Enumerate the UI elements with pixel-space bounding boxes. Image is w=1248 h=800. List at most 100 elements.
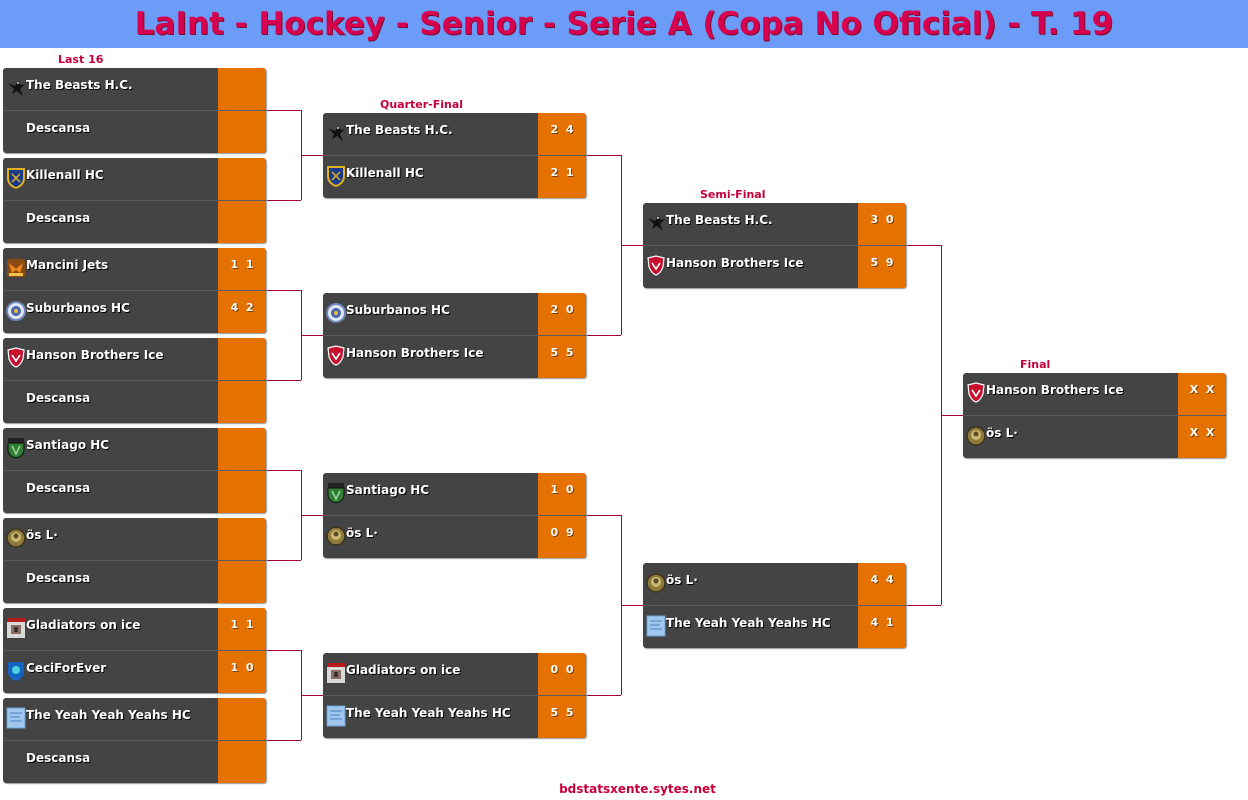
blue-badge-icon bbox=[6, 660, 26, 682]
red-crest-icon bbox=[6, 347, 26, 369]
match-box[interactable]: Killenall HC Descansa bbox=[3, 158, 266, 243]
team-score: 4 4 bbox=[870, 573, 894, 586]
team-row[interactable]: CeciForEver bbox=[3, 651, 266, 693]
team-row[interactable]: Descansa bbox=[3, 201, 266, 243]
match-box[interactable]: The Beasts H.C. Descansa bbox=[3, 68, 266, 153]
round-badge-icon bbox=[326, 302, 346, 324]
team-row[interactable]: Killenall HC bbox=[3, 158, 266, 201]
round-badge-icon bbox=[6, 300, 26, 322]
team-row[interactable]: Hanson Brothers Ice bbox=[643, 246, 906, 288]
team-name: Descansa bbox=[26, 751, 91, 765]
team-name: The Yeah Yeah Yeahs HC bbox=[346, 706, 511, 720]
team-score: 5 5 bbox=[550, 706, 574, 719]
match-box[interactable]: ös L· Descansa bbox=[3, 518, 266, 603]
team-name: Suburbanos HC bbox=[26, 301, 130, 315]
team-name: Hanson Brothers Ice bbox=[26, 348, 164, 362]
team-name: Santiago HC bbox=[346, 483, 430, 497]
team-score: 4 1 bbox=[870, 616, 894, 629]
team-score: 5 9 bbox=[870, 256, 894, 269]
team-row[interactable]: Killenall HC bbox=[323, 156, 586, 198]
team-row[interactable]: The Yeah Yeah Yeahs HC bbox=[3, 698, 266, 741]
team-name: Descansa bbox=[26, 121, 91, 135]
team-row[interactable]: Suburbanos HC bbox=[3, 291, 266, 333]
team-name: Hanson Brothers Ice bbox=[666, 256, 804, 270]
gladiator-icon bbox=[6, 617, 26, 639]
team-score: 0 0 bbox=[550, 663, 574, 676]
team-name: Killenall HC bbox=[26, 168, 104, 182]
team-name: The Beasts H.C. bbox=[666, 213, 773, 227]
team-score: 1 0 bbox=[230, 661, 254, 674]
team-score: 4 2 bbox=[230, 301, 254, 314]
team-row[interactable]: ös L· bbox=[3, 518, 266, 561]
team-row[interactable]: Descansa bbox=[3, 741, 266, 783]
team-name: The Yeah Yeah Yeahs HC bbox=[26, 708, 191, 722]
team-name: Descansa bbox=[26, 211, 91, 225]
footer-site-link[interactable]: bdstatsxente.sytes.net bbox=[559, 782, 716, 796]
team-row[interactable]: Santiago HC bbox=[323, 473, 586, 516]
team-row[interactable]: ös L· bbox=[963, 416, 1226, 458]
match-box[interactable]: 1 0 0 9 Santiago HC ös L· bbox=[323, 473, 586, 558]
team-row[interactable]: The Beasts H.C. bbox=[3, 68, 266, 111]
gladiator-icon bbox=[326, 662, 346, 684]
team-row[interactable]: Gladiators on ice bbox=[3, 608, 266, 651]
team-name: Descansa bbox=[26, 391, 91, 405]
match-box[interactable]: Santiago HC Descansa bbox=[3, 428, 266, 513]
red-crest-icon bbox=[326, 345, 346, 367]
team-row[interactable]: The Beasts H.C. bbox=[643, 203, 906, 246]
team-name: Killenall HC bbox=[346, 166, 424, 180]
jets-logo-icon bbox=[6, 257, 26, 279]
team-score: 0 9 bbox=[550, 526, 574, 539]
team-score: X X bbox=[1189, 426, 1215, 439]
team-row[interactable]: Descansa bbox=[3, 561, 266, 603]
team-row[interactable]: Descansa bbox=[3, 381, 266, 423]
team-name: ös L· bbox=[346, 526, 378, 540]
team-row[interactable]: Mancini Jets bbox=[3, 248, 266, 291]
team-score: 2 0 bbox=[550, 303, 574, 316]
team-row[interactable]: Suburbanos HC bbox=[323, 293, 586, 336]
team-name: The Yeah Yeah Yeahs HC bbox=[666, 616, 831, 630]
team-row[interactable]: Santiago HC bbox=[3, 428, 266, 471]
gold-coin-icon bbox=[966, 425, 986, 447]
team-score: 1 1 bbox=[230, 618, 254, 631]
gold-coin-icon bbox=[6, 527, 26, 549]
team-name: ös L· bbox=[26, 528, 58, 542]
gold-coin-icon bbox=[326, 525, 346, 547]
team-row[interactable]: Hanson Brothers Ice bbox=[323, 336, 586, 378]
match-box[interactable]: X X X X Hanson Brothers Ice ös L· bbox=[963, 373, 1226, 458]
team-row[interactable]: Gladiators on ice bbox=[323, 653, 586, 696]
team-row[interactable]: ös L· bbox=[323, 516, 586, 558]
match-box[interactable]: 4 4 4 1 ös L· The Yeah Yeah Yeahs HC bbox=[643, 563, 906, 648]
match-box[interactable]: 3 0 5 9 The Beasts H.C. Hanson Brothers Ice bbox=[643, 203, 906, 288]
eagle-icon bbox=[6, 77, 26, 99]
team-name: The Beasts H.C. bbox=[26, 78, 133, 92]
team-row[interactable]: Hanson Brothers Ice bbox=[963, 373, 1226, 416]
team-name: Descansa bbox=[26, 481, 91, 495]
team-row[interactable]: Descansa bbox=[3, 111, 266, 153]
team-score: X X bbox=[1189, 383, 1215, 396]
red-crest-icon bbox=[966, 382, 986, 404]
round-label: Final bbox=[1020, 358, 1051, 371]
team-score: 1 0 bbox=[550, 483, 574, 496]
team-score: 3 0 bbox=[870, 213, 894, 226]
team-name: Hanson Brothers Ice bbox=[986, 383, 1124, 397]
team-name: Gladiators on ice bbox=[346, 663, 461, 677]
team-row[interactable]: The Yeah Yeah Yeahs HC bbox=[323, 696, 586, 738]
team-row[interactable]: The Beasts H.C. bbox=[323, 113, 586, 156]
team-row[interactable]: The Yeah Yeah Yeahs HC bbox=[643, 606, 906, 648]
team-name: ös L· bbox=[986, 426, 1018, 440]
match-box[interactable]: The Yeah Yeah Yeahs HC Descansa bbox=[3, 698, 266, 783]
team-row[interactable]: Descansa bbox=[3, 471, 266, 513]
team-row[interactable]: ös L· bbox=[643, 563, 906, 606]
light-blue-icon bbox=[6, 707, 26, 729]
team-row[interactable]: Hanson Brothers Ice bbox=[3, 338, 266, 381]
team-name: Gladiators on ice bbox=[26, 618, 141, 632]
team-name: The Beasts H.C. bbox=[346, 123, 453, 137]
shield-icon bbox=[6, 167, 26, 190]
